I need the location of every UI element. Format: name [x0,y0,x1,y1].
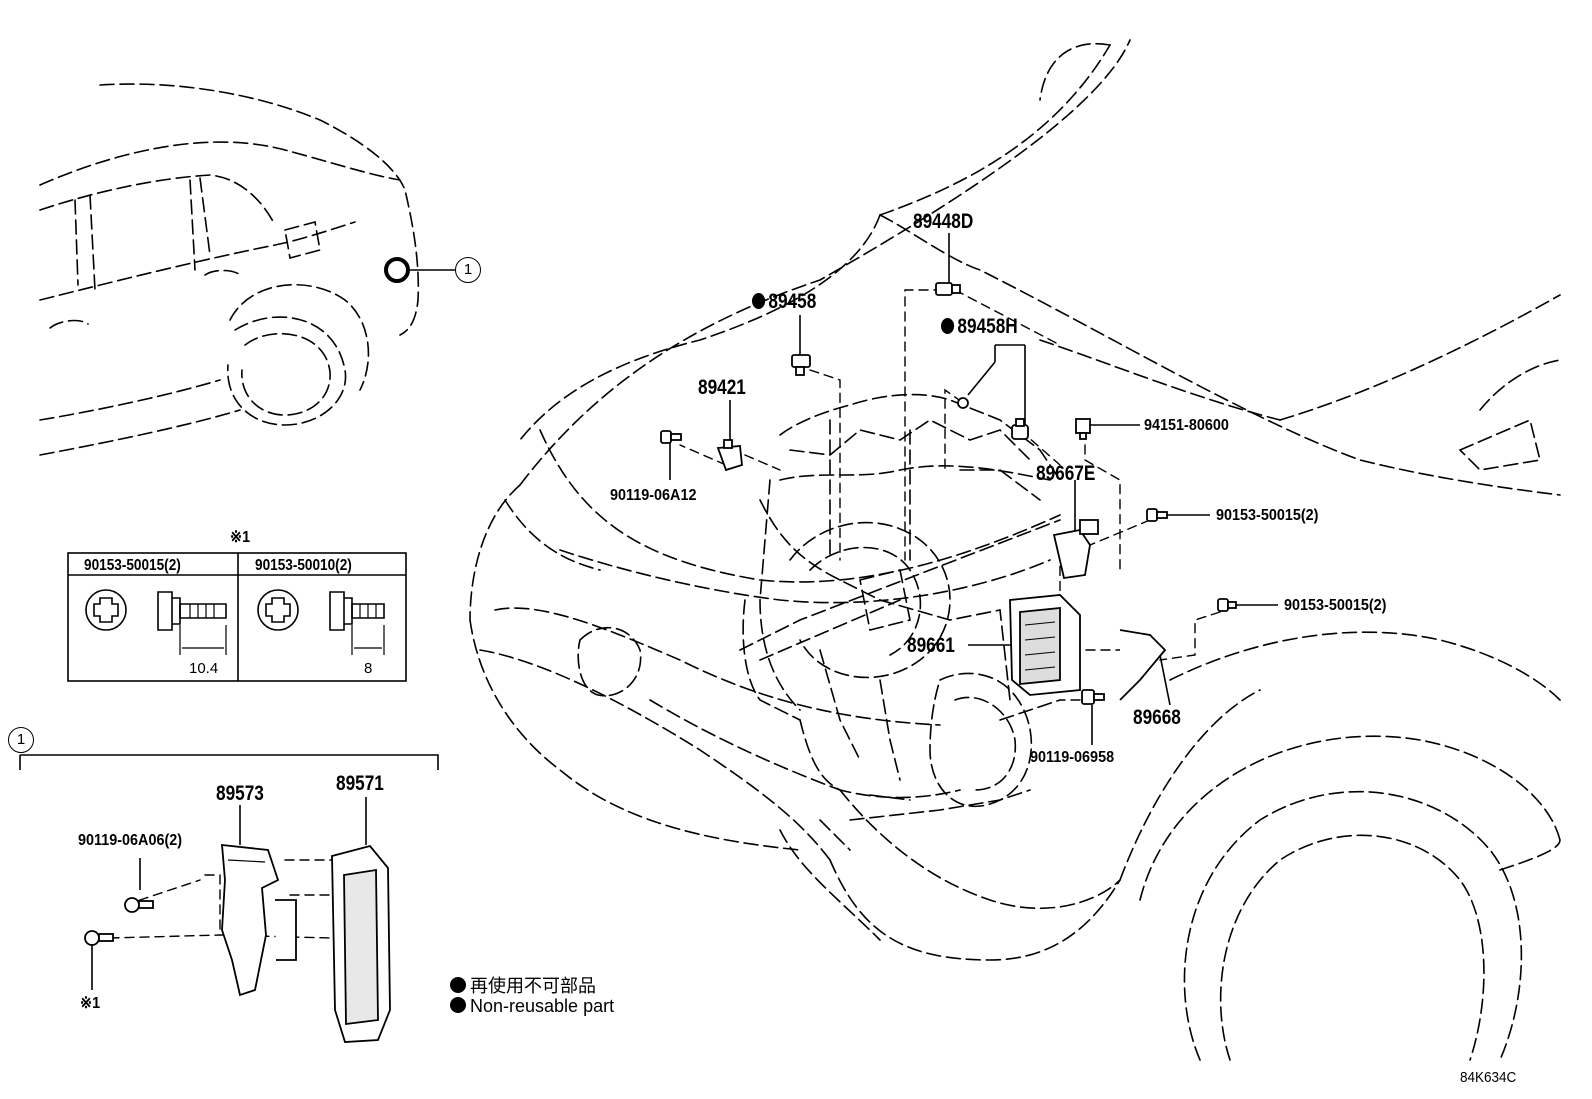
table-dim-col1: 10.4 [189,660,219,677]
bracket-89668-part [1119,629,1167,701]
label-89458H: 89458H [941,316,1018,337]
label-89458: 89458 [752,291,816,312]
label-89571: 89571 [336,772,384,795]
note-mark-bolt: ※1 [80,995,101,1012]
callout-circle-1: 1 [455,257,481,283]
sensor-89421-part [716,439,743,472]
bolt-90119-06A06-part [124,897,154,913]
bolt-90119-06958-part [1081,689,1105,705]
label-90119-06A06: 90119-06A06(2) [78,832,183,849]
legend-row-ja: 再使用不可部品 [450,972,596,998]
legend-row-en: Non-reusable part [450,996,614,1017]
label-94151-80600: 94151-80600 [1144,417,1229,434]
label-90119-06958: 90119-06958 [1030,749,1115,766]
legend-text-ja: 再使用不可部品 [470,976,596,996]
bolt-90153-mid-part [1217,598,1237,612]
sensor-89458H-small-part [957,397,969,409]
sensor-89448D-part [935,282,961,296]
sensor-89458-part [791,354,811,376]
front-car-outline [469,39,1561,1061]
engine-outline [739,393,1061,851]
table-header-col2: 90153-50010(2) [255,557,352,574]
ecu-89661-part [1009,594,1081,696]
table-dim-col2: 8 [364,660,373,677]
label-90153-50015-top: 90153-50015(2) [1216,507,1319,524]
rear-car-outline [39,83,420,456]
label-89667E: 89667E [1036,462,1096,485]
legend-text-en: Non-reusable part [470,996,615,1016]
legend-dot-icon [450,977,466,993]
rear-sensor-part [384,257,410,283]
bolt-note1-part [84,930,114,946]
sensor-89667E-part [1052,519,1099,580]
label-89661: 89661 [907,634,955,657]
nut-94151-part [1075,418,1091,440]
label-90153-50015-mid: 90153-50015(2) [1284,597,1387,614]
non-reusable-dot-icon [941,318,955,334]
label-89668: 89668 [1133,706,1181,729]
bolt-spec-table [67,552,407,682]
label-89421: 89421 [698,376,746,399]
diagram-id: 84K634C [1460,1069,1517,1086]
note-mark-table: ※1 [230,529,251,546]
legend-dot-icon [450,997,466,1013]
label-89573: 89573 [216,782,264,805]
table-header-col1: 90153-50015(2) [84,557,181,574]
label-90119-06A12: 90119-06A12 [610,487,697,504]
non-reusable-dot-icon [752,293,766,309]
bolt-90119-06A12-part [660,430,682,444]
bolt-90153-top-part [1146,508,1168,522]
callout-circle-1-group: 1 [8,727,34,753]
module-89571-part [331,844,391,1043]
sensor-89458H-part [1011,418,1029,440]
bracket-89573-part [221,843,297,997]
label-89458H-text: 89458H [957,315,1018,338]
label-89448D: 89448D [913,210,974,233]
label-89458-text: 89458 [768,290,817,313]
